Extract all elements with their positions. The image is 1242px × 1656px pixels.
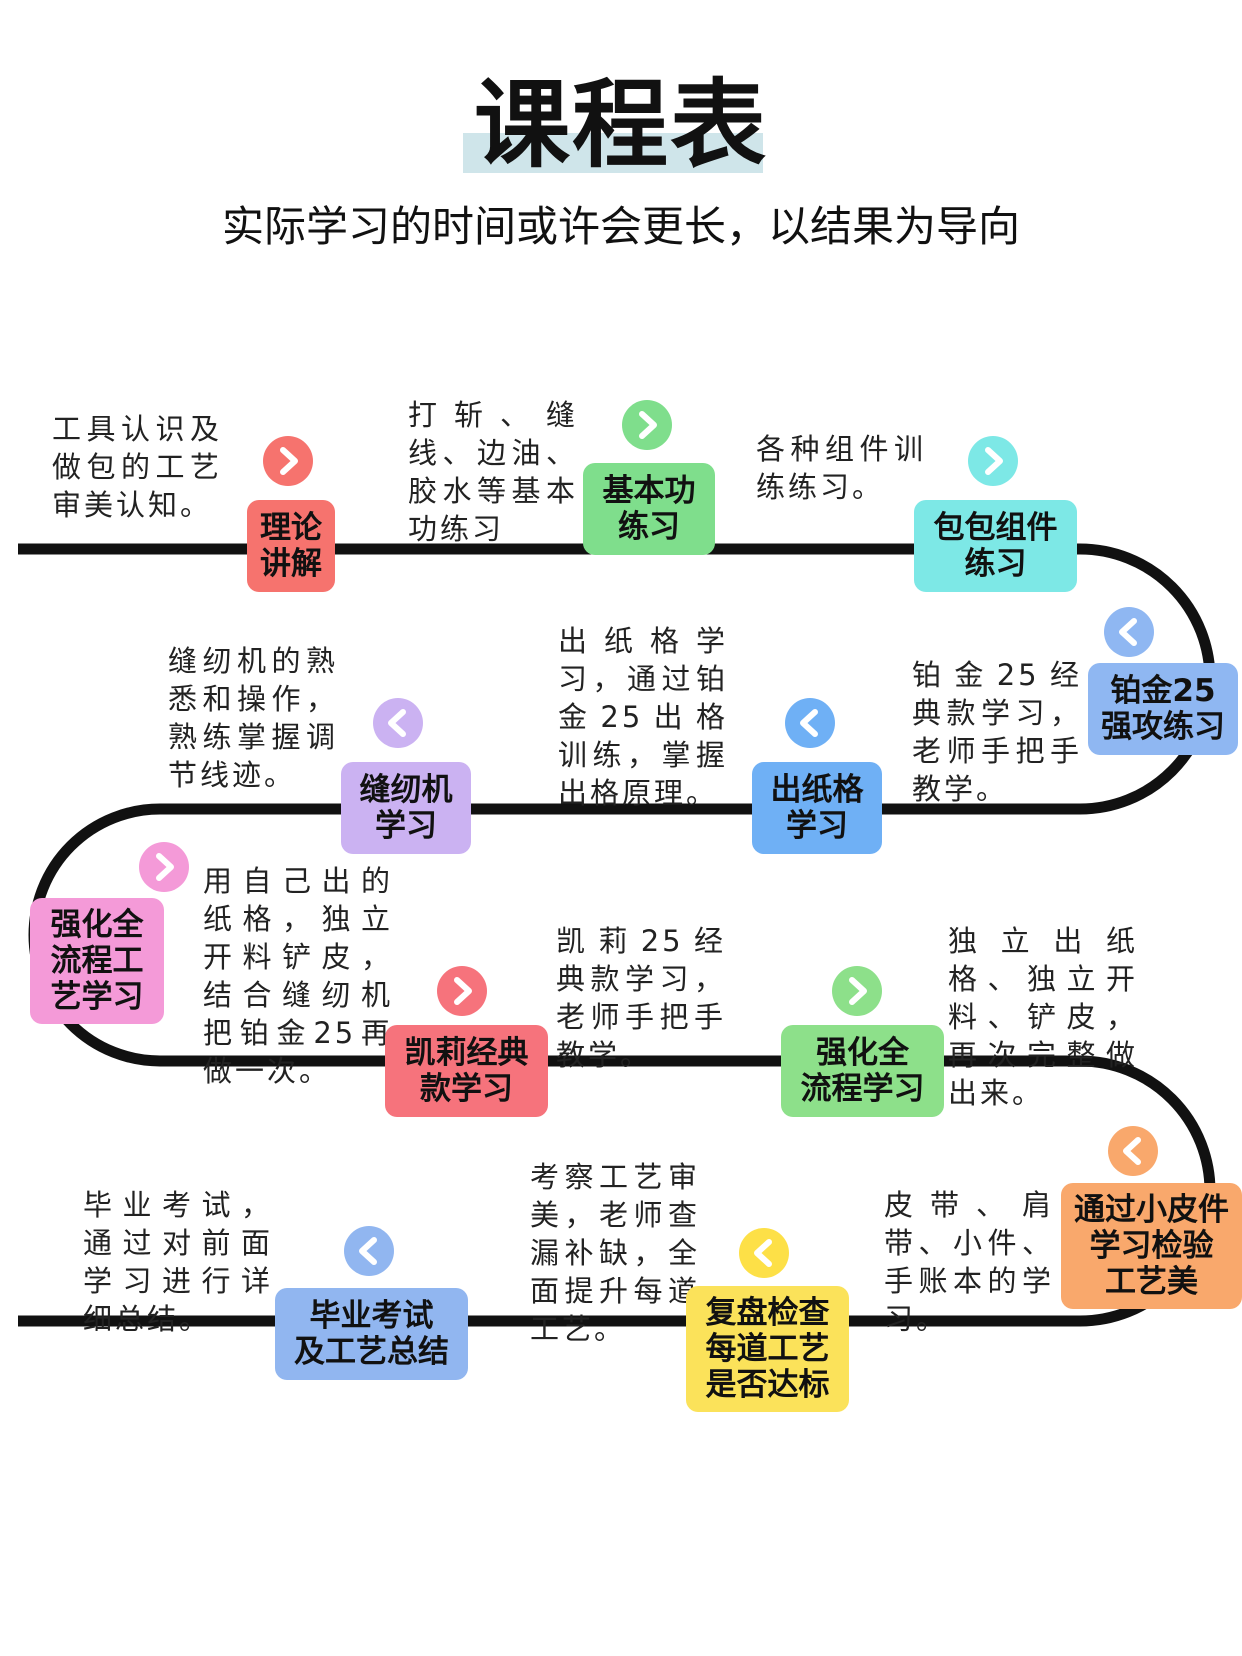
step-1-label: 理论 讲解 xyxy=(260,510,322,582)
step-1-arrow-icon xyxy=(263,436,313,486)
step-4-label: 铂金25 强攻练习 xyxy=(1101,673,1225,745)
step-7-label: 强化全 流程工 艺学习 xyxy=(50,907,144,1015)
step-11-arrow-icon xyxy=(739,1228,789,1278)
step-6-description: 缝纫机的熟悉和操作，熟练掌握调节线迹。 xyxy=(168,644,338,792)
step-4-box: 铂金25 强攻练习 xyxy=(1088,663,1238,755)
step-1-description: 工具认识及做包的工艺审美认知。 xyxy=(52,412,222,522)
step-5-label: 出纸格 学习 xyxy=(770,772,864,844)
step-10-arrow-icon xyxy=(1108,1126,1158,1176)
step-4-description: 铂金25经典款学习，老师手把手教学。 xyxy=(912,658,1082,806)
step-8-description: 凯莉25经典款学习，老师手把手教学。 xyxy=(556,924,726,1072)
step-12-label: 毕业考试 及工艺总结 xyxy=(294,1298,449,1370)
title-area: 课程表 xyxy=(0,70,1242,180)
step-2-arrow-icon xyxy=(622,400,672,450)
step-10-description: 皮带、肩带、小件、手账本的学习。 xyxy=(884,1188,1054,1336)
step-8-arrow-icon xyxy=(437,966,487,1016)
step-3-box: 包包组件 练习 xyxy=(914,500,1077,592)
step-1-box: 理论 讲解 xyxy=(247,500,335,592)
step-12-description: 毕业考试，通过对前面学习进行详细总结。 xyxy=(83,1188,273,1336)
step-8-label: 凯莉经典 款学习 xyxy=(404,1035,529,1107)
step-7-box: 强化全 流程工 艺学习 xyxy=(30,898,164,1024)
step-6-arrow-icon xyxy=(373,698,423,748)
step-2-box: 基本功 练习 xyxy=(583,463,715,555)
step-9-label: 强化全 流程学习 xyxy=(800,1035,925,1107)
step-9-description: 独立出纸格、独立开料、铲皮，再次完整做出来。 xyxy=(948,924,1138,1110)
step-7-arrow-icon xyxy=(139,842,189,892)
step-12-box: 毕业考试 及工艺总结 xyxy=(275,1288,468,1380)
step-11-label: 复盘检查 每道工艺 是否达标 xyxy=(705,1295,830,1403)
step-8-box: 凯莉经典 款学习 xyxy=(385,1025,548,1117)
step-12-arrow-icon xyxy=(344,1226,394,1276)
step-9-arrow-icon xyxy=(832,966,882,1016)
step-6-box: 缝纫机 学习 xyxy=(341,762,471,854)
step-4-arrow-icon xyxy=(1104,607,1154,657)
step-9-box: 强化全 流程学习 xyxy=(781,1025,944,1117)
title-highlight xyxy=(463,133,763,173)
step-5-box: 出纸格 学习 xyxy=(752,762,882,854)
step-10-label: 通过小皮件 学习检验 工艺美 xyxy=(1074,1192,1229,1300)
step-2-description: 打斩、缝线、边油、胶水等基本功练习 xyxy=(408,398,578,546)
step-3-description: 各种组件训练练习。 xyxy=(756,432,926,504)
step-3-label: 包包组件 练习 xyxy=(933,510,1058,582)
step-2-label: 基本功 练习 xyxy=(602,473,696,545)
step-10-box: 通过小皮件 学习检验 工艺美 xyxy=(1061,1183,1242,1309)
step-7-description: 用自己出的纸格，独立开料铲皮，结合缝纫机把铂金25再做一次。 xyxy=(203,864,393,1088)
page-title: 课程表 xyxy=(474,69,768,181)
step-6-label: 缝纫机 学习 xyxy=(359,772,453,844)
step-11-box: 复盘检查 每道工艺 是否达标 xyxy=(686,1286,849,1412)
page-subtitle: 实际学习的时间或许会更长，以结果为导向 xyxy=(221,202,1020,251)
step-5-description: 出纸格学习，通过铂金25出格训练，掌握出格原理。 xyxy=(558,624,728,810)
step-3-arrow-icon xyxy=(968,436,1018,486)
step-5-arrow-icon xyxy=(785,698,835,748)
step-11-description: 考察工艺审美，老师查漏补缺，全面提升每道工艺。 xyxy=(530,1160,700,1346)
